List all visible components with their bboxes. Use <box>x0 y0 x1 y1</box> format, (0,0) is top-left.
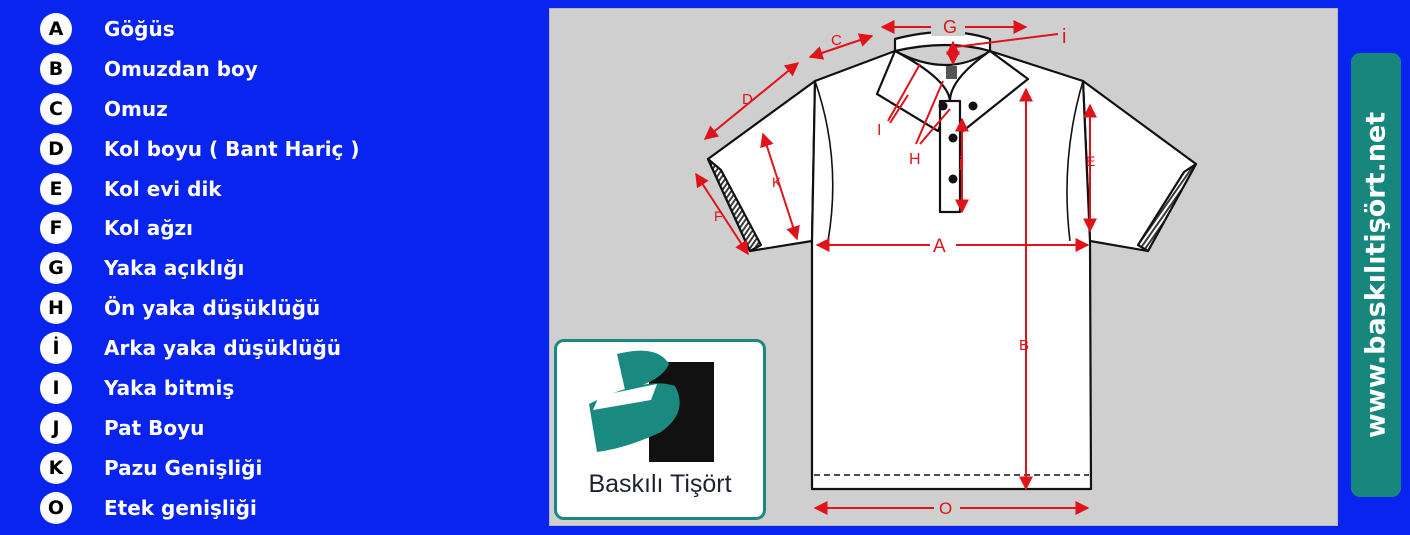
legend-badge: E <box>40 172 72 205</box>
legend-label: Pat Boyu <box>104 415 205 440</box>
website-banner: www.baskılıtişört.net <box>1351 53 1401 497</box>
measure-h-leader-2 <box>919 108 951 145</box>
button-1 <box>938 101 948 111</box>
polo-shirt-diagram: A B C D E F G H i I j K O <box>695 17 1198 518</box>
legend-badge: G <box>40 252 72 285</box>
legend-label: Ön yaka düşüklüğü <box>104 296 321 321</box>
left-armhole-seam <box>814 80 834 242</box>
legend-label: Omuz <box>104 96 168 121</box>
measure-c-arrow <box>808 33 874 60</box>
legend-label: Yaka açıklığı <box>104 256 245 281</box>
legend-label: Omuzdan boy <box>104 56 258 81</box>
legend-row-h: H Ön yaka düşüklüğü <box>40 288 540 328</box>
measure-i-leader-2 <box>889 94 909 124</box>
measure-i-dot-label: i <box>1062 26 1066 48</box>
measure-d-arrow <box>703 62 800 140</box>
left-sleeve <box>706 79 817 253</box>
brand-logo-text: Baskılı Tişört <box>588 470 732 498</box>
legend-badge: K <box>40 451 72 484</box>
legend-badge: A <box>40 12 72 45</box>
shirt-details <box>814 66 1089 476</box>
shirt-diagram-panel: A B C D E F G H i I j K O Baskılı Tişört <box>549 8 1338 526</box>
right-sleeve <box>1081 79 1198 253</box>
legend-row-i: I Yaka bitmiş <box>40 368 540 408</box>
legend-badge: D <box>40 132 72 165</box>
legend-badge: F <box>40 212 72 245</box>
brand-logo-card: Baskılı Tişört <box>554 339 766 520</box>
legend-badge: O <box>40 491 72 524</box>
legend-row-i-dot: İ Arka yaka düşüklüğü <box>40 328 540 368</box>
legend-label: Kol ağzı <box>104 216 194 241</box>
legend-label: Göğüs <box>104 16 175 41</box>
measure-f-label: F <box>714 208 723 224</box>
legend-row-o: O Etek genişliği <box>40 488 540 528</box>
legend-label: Yaka bitmiş <box>104 375 235 400</box>
measure-k-arrow <box>760 132 800 241</box>
measure-g-label: G <box>943 17 957 37</box>
measure-i-leader-1 <box>887 63 921 122</box>
measure-i-label: I <box>877 122 881 139</box>
measure-h-label: H <box>909 151 921 168</box>
legend-badge: B <box>40 52 72 85</box>
website-url: www.baskılıtişört.net <box>1360 111 1392 439</box>
legend-badge: I <box>40 371 72 404</box>
legend-row-d: D Kol boyu ( Bant Hariç ) <box>40 129 540 169</box>
brand-logo-icon <box>589 350 714 462</box>
measure-i-dot-leader <box>954 33 1059 48</box>
measure-o-label: O <box>939 499 952 518</box>
legend-row-f: F Kol ağzı <box>40 208 540 248</box>
legend-row-j: J Pat Boyu <box>40 408 540 448</box>
legend-label: Arka yaka düşüklüğü <box>104 336 342 361</box>
button-3 <box>948 174 958 184</box>
legend-label: Kol boyu ( Bant Hariç ) <box>104 136 360 161</box>
legend-badge: H <box>40 292 72 325</box>
measure-f-arrow <box>695 172 749 256</box>
measure-c-label: C <box>831 32 842 49</box>
legend-row-g: G Yaka açıklığı <box>40 248 540 288</box>
button-4 <box>968 101 978 111</box>
legend-row-c: C Omuz <box>40 89 540 129</box>
shirt-outline <box>706 30 1198 491</box>
legend-row-e: E Kol evi dik <box>40 169 540 209</box>
measurement-legend: A Göğüs B Omuzdan boy C Omuz D Kol boyu ( Ba… <box>40 9 540 528</box>
legend-row-a: A Göğüs <box>40 9 540 49</box>
measure-a-label: A <box>933 236 946 257</box>
measure-e-label: E <box>1086 153 1095 169</box>
right-armhole-seam <box>1066 80 1084 242</box>
legend-label: Etek genişliği <box>104 495 257 520</box>
measure-b-label: B <box>1019 337 1029 354</box>
neck-label <box>946 66 957 79</box>
legend-label: Pazu Genişliği <box>104 455 263 480</box>
legend-badge: İ <box>40 332 72 365</box>
measure-k-label: K <box>772 174 782 190</box>
legend-row-b: B Omuzdan boy <box>40 49 540 89</box>
legend-row-k: K Pazu Genişliği <box>40 448 540 488</box>
button-2 <box>948 133 958 143</box>
legend-badge: J <box>40 411 72 444</box>
right-cuff <box>1136 162 1198 253</box>
measure-d-label: D <box>742 91 753 108</box>
legend-label: Kol evi dik <box>104 176 222 201</box>
measure-j-label: j <box>958 154 962 171</box>
legend-badge: C <box>40 92 72 125</box>
measure-h-leader-1 <box>915 80 944 145</box>
